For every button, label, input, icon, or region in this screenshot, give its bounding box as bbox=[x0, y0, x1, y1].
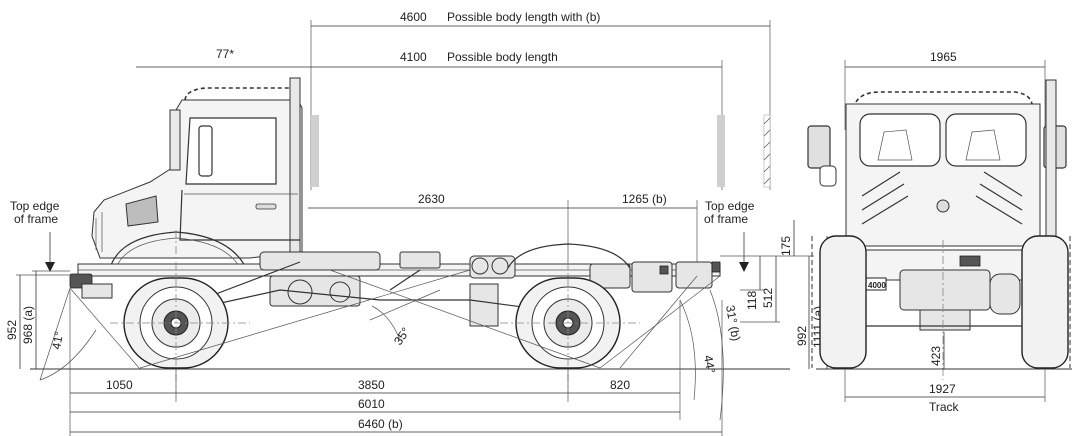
width-dimension: 1965 bbox=[844, 50, 1046, 130]
width-1965: 1965 bbox=[930, 50, 957, 64]
frame-top-label-left-line1: Top edge bbox=[10, 199, 60, 213]
side-mirror bbox=[198, 125, 213, 177]
body-length-b-value: 4600 bbox=[400, 10, 427, 24]
height-952: 952 bbox=[5, 320, 19, 340]
frame-top-label-right-line2: of frame bbox=[704, 212, 748, 226]
dim-1265b-value: 1265 (b) bbox=[622, 192, 667, 206]
angle-31b: 31° (b) bbox=[723, 304, 743, 342]
wheelbase-upper-dimension: 2630 1265 (b) bbox=[308, 192, 698, 300]
body-length-value: 4100 bbox=[400, 50, 427, 64]
cab-offset-value: 77* bbox=[216, 47, 234, 61]
body-length-label: Possible body length bbox=[447, 50, 558, 64]
headlamp bbox=[125, 195, 159, 227]
height-512: 512 bbox=[761, 288, 775, 308]
body-length-b-label: Possible body length with (b) bbox=[447, 10, 600, 24]
track-label: Track bbox=[929, 400, 960, 414]
track-1927: 1927 bbox=[929, 382, 956, 396]
wheelbase-3850: 3850 bbox=[358, 378, 385, 392]
frame-top-arrow-left bbox=[45, 232, 55, 272]
angle-lines bbox=[39, 269, 724, 421]
height-118: 118 bbox=[745, 291, 759, 310]
cab-offset-dimension: 77* bbox=[136, 47, 311, 68]
frame-top-label-left-line2: of frame bbox=[14, 212, 58, 226]
front-tyre-right bbox=[1021, 235, 1069, 369]
body-marker-hatched bbox=[763, 114, 771, 188]
fuel-tank bbox=[469, 283, 499, 327]
ground-clearance-dim: 423 bbox=[929, 332, 945, 369]
bottom-length-dims bbox=[69, 290, 723, 436]
track-dimension: 1927 Track bbox=[844, 369, 1046, 414]
left-height-dims bbox=[16, 270, 70, 369]
frame-top-label-right-line1: Top edge bbox=[705, 199, 755, 213]
body-marker-rear bbox=[717, 115, 725, 187]
front-tyre-left bbox=[819, 235, 867, 369]
front-overhang-1050: 1050 bbox=[106, 378, 133, 392]
front-view-truck: GER-U 4000 bbox=[807, 79, 1071, 380]
angle-41: 41° bbox=[49, 330, 66, 350]
ground-clearance-423: 423 bbox=[929, 346, 943, 366]
dim-2630-value: 2630 bbox=[418, 192, 445, 206]
body-marker-front bbox=[311, 115, 319, 187]
side-view-truck bbox=[69, 77, 721, 392]
angle-44: 44° bbox=[701, 354, 718, 374]
length-6460b: 6460 (b) bbox=[358, 417, 403, 431]
height-968a: 968 (a) bbox=[21, 306, 35, 344]
height-175: 175 bbox=[779, 236, 793, 256]
body-length-dimension: 4100 Possible body length bbox=[311, 50, 723, 190]
height-992: 992 bbox=[795, 326, 809, 346]
rear-overhang-820: 820 bbox=[610, 378, 630, 392]
body-length-b-dimension: 4600 Possible body length with (b) bbox=[310, 10, 771, 190]
length-6010: 6010 bbox=[358, 397, 385, 411]
frame-top-arrow-right bbox=[739, 232, 749, 272]
